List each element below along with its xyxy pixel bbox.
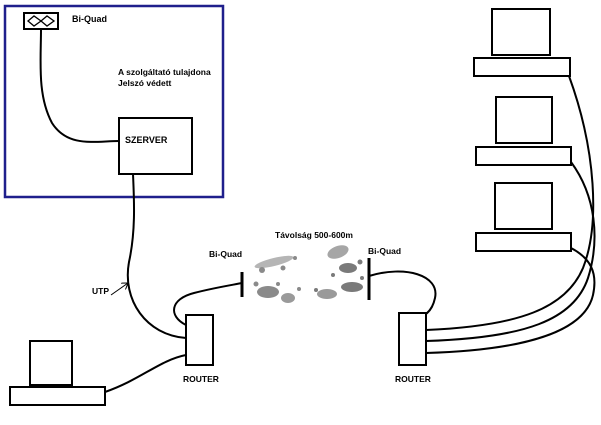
left-antenna-label: Bi-Quad [209, 249, 242, 259]
utp-cable [126, 173, 187, 339]
client-computer-right-3 [475, 182, 572, 252]
server-box [118, 117, 193, 175]
wireless-signal-left [253, 255, 301, 303]
left-router [185, 314, 214, 366]
server-label: SZERVER [125, 135, 168, 145]
right-client-cable-3 [425, 247, 596, 354]
antenna-to-server-cable [39, 28, 120, 143]
provider-note-password: Jelszó védett [118, 78, 172, 88]
client-computer-left [9, 340, 106, 406]
utp-label: UTP [92, 286, 109, 296]
right-antenna-cable [368, 270, 437, 319]
right-client-cable-2 [425, 161, 596, 342]
arrow-icon [110, 283, 128, 296]
provider-antenna-label: Bi-Quad [72, 14, 107, 24]
right-client-cable-1 [425, 75, 595, 331]
provider-note-ownership: A szolgáltató tulajdona [118, 67, 211, 77]
right-router-label: ROUTER [395, 374, 431, 384]
distance-label: Távolság 500-600m [275, 230, 353, 240]
left-router-label: ROUTER [183, 374, 219, 384]
double-diamond-antenna-icon [23, 12, 59, 30]
client-computer-right-2 [475, 96, 572, 166]
provider-zone-frame [3, 4, 225, 199]
wireless-signal-right [314, 245, 364, 299]
right-router [398, 312, 427, 366]
left-antenna-cable [173, 282, 243, 326]
right-antenna-label: Bi-Quad [368, 246, 401, 256]
left-client-cable [104, 354, 187, 393]
client-computer-right-1 [473, 8, 571, 77]
